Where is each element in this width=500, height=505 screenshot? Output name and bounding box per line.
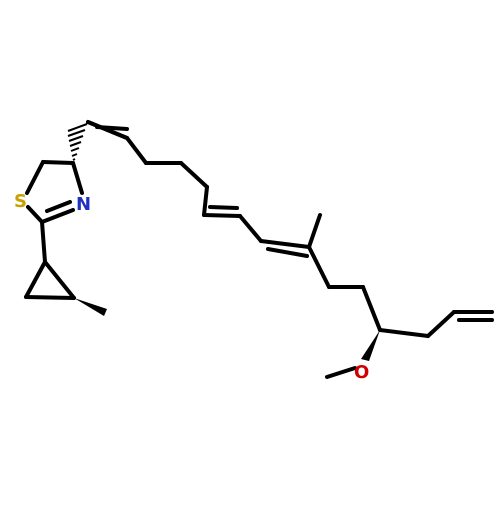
bond-c11-c12: [361, 285, 382, 332]
atom-label-nitrogen: N: [76, 194, 91, 215]
bond-n-c2-inner: [45, 200, 72, 213]
bond-cp2-cp3: [24, 295, 76, 300]
bond-cp3-cp1: [43, 260, 76, 300]
wedge-bond-methoxy: [361, 330, 380, 361]
bond-c4-n: [71, 161, 84, 195]
bond-c4-c5: [179, 161, 209, 189]
bond-c8-c9-inner: [266, 247, 309, 258]
bond-c6-c7: [202, 213, 242, 218]
bond-c13-c14: [426, 310, 456, 338]
bond-c6-c7-inner: [208, 205, 239, 210]
bond-c1-c2: [86, 120, 129, 140]
bond-c9-methyl: [307, 213, 322, 249]
wedge-bond-methyl-cyclopropyl: [74, 298, 107, 316]
bond-n-c2: [40, 208, 75, 224]
bond-c5-c6: [202, 185, 209, 217]
bond-ch2-c4: [41, 160, 75, 165]
atom-label-oxygen: O: [354, 362, 369, 383]
bond-c1-c2-inner: [95, 125, 129, 131]
bond-c2-c3: [125, 136, 148, 165]
bond-c2-cp1: [40, 220, 47, 264]
bond-layer: [24, 120, 494, 379]
bond-cp1-cp2: [24, 260, 47, 299]
bond-c12-c13: [378, 328, 430, 338]
bond-c9-c10: [307, 245, 331, 289]
bond-s-ch2: [25, 160, 45, 195]
bond-c2-s: [26, 205, 44, 224]
atom-label-sulfur: S: [14, 191, 27, 212]
hash-bond-c4: [67, 123, 88, 161]
bond-c7-c8: [238, 214, 263, 243]
bond-o-methyl: [325, 366, 357, 379]
bond-c8-c9: [259, 239, 311, 249]
